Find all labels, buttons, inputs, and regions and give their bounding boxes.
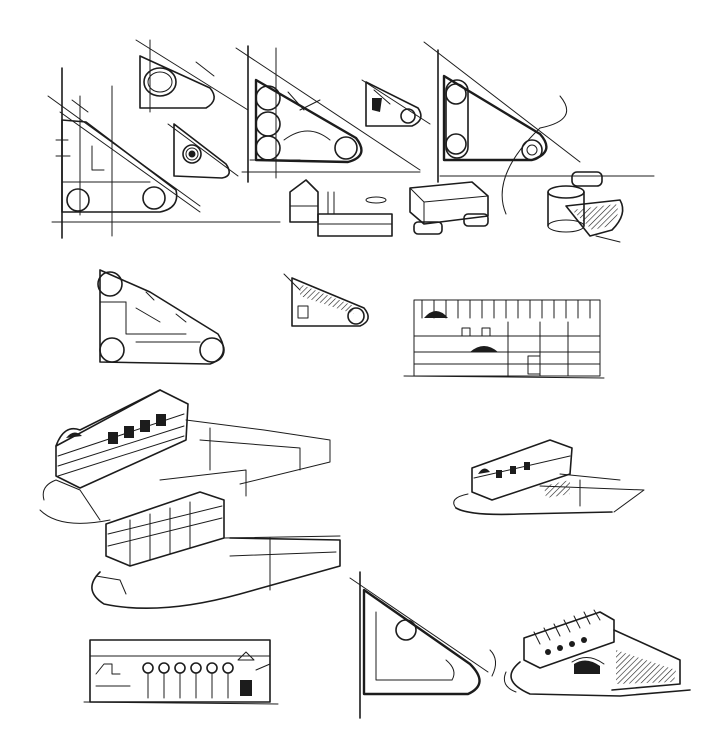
elevation-bottom-left (83, 639, 279, 705)
elevation-facade (403, 299, 605, 379)
plan-bottom-center (349, 571, 496, 719)
study-5-small-triangle (361, 79, 431, 127)
study-3-small-spiral (167, 123, 239, 179)
elevation-house-left (289, 179, 393, 237)
study-2-oval-triangle (135, 39, 249, 113)
study-1-triangle-plan (47, 67, 281, 239)
facade-columns (142, 662, 234, 699)
plan-row2-left (97, 269, 225, 365)
perspective-small (453, 439, 645, 516)
plan-row2-center (283, 273, 369, 327)
perspective-large (39, 389, 341, 610)
facade-hatching (421, 299, 591, 319)
study-6-right-plan (423, 41, 655, 215)
roof-hatching (533, 609, 601, 645)
study-4-center-plan (235, 45, 421, 183)
perspective-bottom-right (503, 609, 691, 697)
elevation-block-middle (409, 181, 489, 235)
elevation-cylinder-right (547, 171, 624, 243)
